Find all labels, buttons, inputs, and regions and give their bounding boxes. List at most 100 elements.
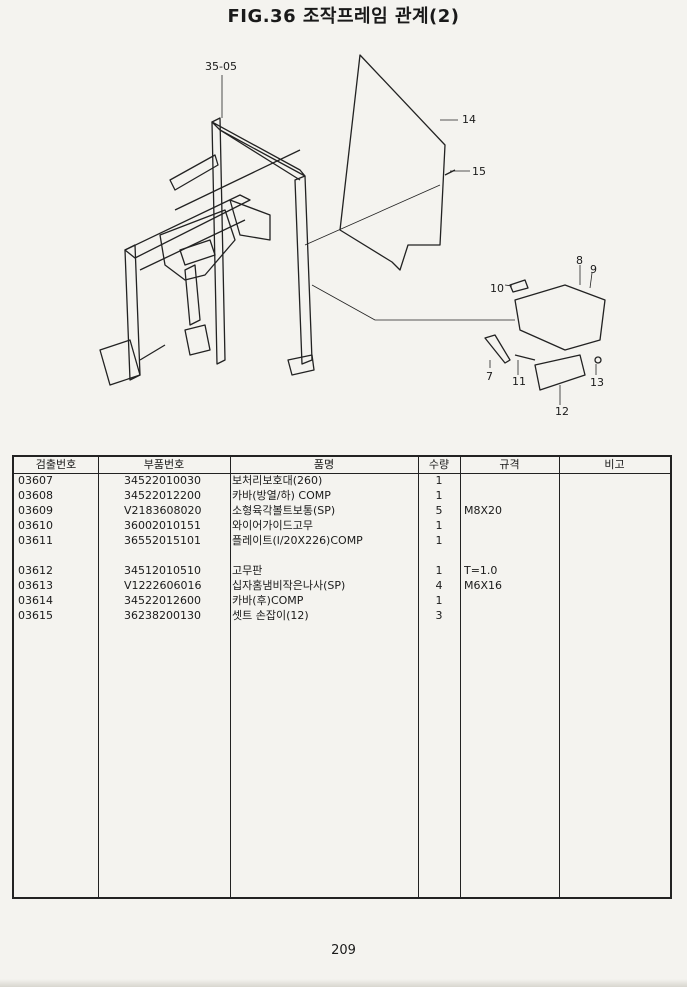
part-13 — [594, 356, 602, 364]
row-quantity: 1 — [435, 519, 443, 532]
row-quantity: 1 — [435, 564, 443, 577]
scan-edge-shadow — [0, 979, 687, 987]
row-code: 03614 — [18, 594, 53, 607]
table-row: 03609 V2183608020 소형육각볼트보통(SP) 5 M8X20 — [14, 503, 670, 518]
column-divider — [460, 457, 461, 897]
row-quantity: 1 — [435, 534, 443, 547]
callout-14: 14 — [462, 113, 476, 126]
frame-front-post-left — [124, 244, 141, 381]
row-quantity: 1 — [435, 474, 443, 487]
row-part-number: V1222606016 — [124, 579, 202, 592]
row-spec: M8X20 — [464, 504, 503, 517]
callout-11: 11 — [512, 375, 526, 388]
frame-bracket-b — [229, 199, 271, 241]
frame-post-rear-left — [211, 117, 226, 365]
row-part-number: V2183608020 — [124, 504, 202, 517]
row-part-name: 카바(방열/하) COMP — [232, 489, 331, 502]
frame-foot-right — [287, 354, 315, 376]
frame-side-rail — [169, 154, 219, 191]
row-part-number: 34522010030 — [124, 474, 201, 487]
row-part-name: 플레이트(l/20X226)COMP — [232, 534, 363, 547]
row-part-number: 36552015101 — [124, 534, 201, 547]
row-part-number: 36238200130 — [124, 609, 201, 622]
row-spec: T=1.0 — [464, 564, 498, 577]
header-remarks: 비고 — [604, 458, 625, 471]
part-11 — [514, 354, 536, 361]
row-part-name: 보처리보호대(260) — [232, 474, 323, 487]
callout-9: 9 — [590, 263, 597, 276]
frame-foot-left — [99, 339, 141, 386]
row-part-name: 셋트 손잡이(12) — [232, 609, 309, 622]
exploded-parts-diagram: 35-05 14 15 10 8 9 7 11 13 12 — [0, 30, 687, 430]
callout-10: 10 — [490, 282, 504, 295]
row-part-number: 34522012600 — [124, 594, 201, 607]
row-part-name: 카바(후)COMP — [232, 594, 304, 607]
table-row: 03607 34522010030 보처리보호대(260) 1 — [14, 473, 670, 488]
table-row: 03611 36552015101 플레이트(l/20X226)COMP 1 — [14, 533, 670, 548]
row-quantity: 1 — [435, 594, 443, 607]
row-code: 03610 — [18, 519, 53, 532]
callout-35-05: 35-05 — [205, 60, 237, 73]
callout-13: 13 — [590, 376, 604, 389]
row-part-number: 34512010510 — [124, 564, 201, 577]
table-row: 03610 36002010151 와이어가이드고무 1 — [14, 518, 670, 533]
frame-post-rear-right — [294, 175, 313, 365]
header-spec: 규격 — [499, 458, 520, 471]
part-7 — [484, 334, 511, 364]
callout-15: 15 — [472, 165, 486, 178]
row-part-name: 소형육각볼트보통(SP) — [232, 504, 336, 517]
table-row: 03615 36238200130 셋트 손잡이(12) 3 — [14, 608, 670, 623]
frame-bracket — [159, 209, 236, 281]
header-part-number: 부품번호 — [143, 458, 185, 471]
table-row: 03612 34512010510 고무판 1 T=1.0 — [14, 563, 670, 578]
header-code: 검출번호 — [35, 458, 77, 471]
column-divider — [559, 457, 560, 897]
table-header-row: 검출번호 부품번호 품명 수량 규격 비고 — [14, 457, 670, 474]
row-quantity: 1 — [435, 489, 443, 502]
page-title: FIG.36 조작프레임 관계(2) — [227, 6, 460, 27]
frame-bracket-c — [179, 239, 216, 266]
cover-plate-14 — [339, 54, 446, 271]
column-divider — [418, 457, 419, 897]
frame-foot-mid — [184, 324, 211, 356]
row-quantity: 5 — [435, 504, 443, 517]
frame-middle-beam — [124, 194, 251, 259]
row-quantity: 3 — [435, 609, 443, 622]
part-10 — [509, 279, 529, 293]
frame-side-rail-b — [174, 149, 301, 211]
table-row: 03613 V1222606016 십자홈냄비작은나사(SP) 4 M6X16 — [14, 578, 670, 593]
column-divider — [98, 457, 99, 897]
rear-cover-plate — [514, 284, 606, 351]
callout-12: 12 — [555, 405, 569, 418]
frame-top-beam — [211, 121, 306, 177]
row-part-number: 36002010151 — [124, 519, 201, 532]
leader-lines — [221, 75, 597, 405]
guide-line-a — [304, 184, 441, 246]
row-code: 03613 — [18, 579, 53, 592]
frame-top-beam-b — [219, 129, 301, 181]
row-part-name: 십자홈냄비작은나사(SP) — [232, 579, 346, 592]
part-12 — [534, 354, 586, 391]
header-quantity: 수량 — [428, 458, 450, 471]
column-divider — [230, 457, 231, 897]
frame-front-post-mid — [184, 264, 201, 326]
row-spec: M6X16 — [464, 579, 503, 592]
row-code: 03615 — [18, 609, 53, 622]
row-code: 03607 — [18, 474, 53, 487]
callout-7: 7 — [486, 370, 493, 383]
row-part-number: 34522012200 — [124, 489, 201, 502]
parts-list-table: 검출번호 부품번호 품명 수량 규격 비고 03607 34522010030 … — [12, 455, 672, 899]
table-row: 03608 34522012200 카바(방열/하) COMP 1 — [14, 488, 670, 503]
row-quantity: 4 — [435, 579, 443, 592]
row-part-name: 고무판 — [232, 564, 263, 577]
row-part-name: 와이어가이드고무 — [232, 519, 313, 532]
frame-illustration: 35-05 14 15 10 8 9 7 11 13 12 — [99, 54, 606, 418]
guide-line-b — [311, 284, 515, 321]
row-code: 03611 — [18, 534, 53, 547]
row-code: 03612 — [18, 564, 53, 577]
callout-8: 8 — [576, 254, 583, 267]
page-number: 209 — [331, 943, 356, 958]
header-part-name: 품명 — [313, 458, 335, 471]
table-row: 03614 34522012600 카바(후)COMP 1 — [14, 593, 670, 608]
frame-middle-beam-b — [139, 219, 246, 271]
